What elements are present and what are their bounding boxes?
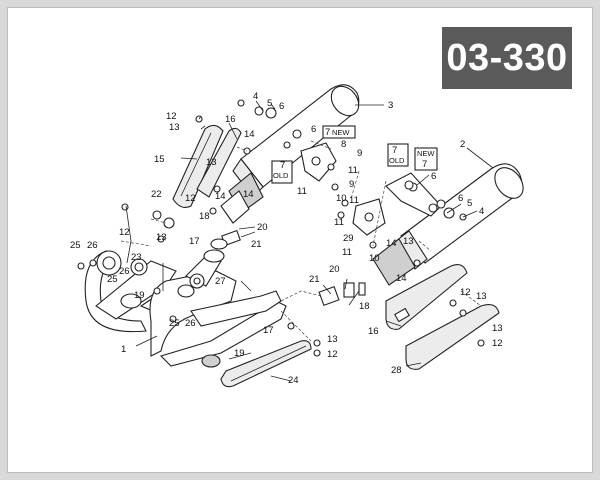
callout-26-mid: 26: [119, 266, 130, 277]
callout-18-upper: 18: [199, 211, 210, 222]
callout-13-top: 13: [169, 122, 180, 133]
callout-27: 27: [215, 276, 226, 287]
callout-11-d: 11: [334, 217, 344, 228]
callout-9-lower: 9: [349, 179, 354, 190]
callout-13-right-mid: 13: [403, 236, 414, 247]
callout-12-left: 12: [119, 227, 130, 238]
callout-23: 23: [131, 252, 142, 263]
exhaust-exploded-diagram: 3 4 5 6 6 7 NEW 14 16 12 13 15 13 7 OLD …: [70, 84, 524, 388]
callout-11-e: 11: [342, 247, 352, 258]
heat-shield-24: [220, 340, 312, 388]
link-pipe: [190, 290, 322, 327]
callout-11-a: 11: [348, 165, 358, 176]
muffler-2: [372, 163, 524, 286]
callout-7-new-right: 7: [422, 159, 427, 170]
callout-11-c: 11: [349, 195, 359, 206]
bracket-8: [300, 142, 337, 182]
callout-14-right: 14: [386, 238, 397, 249]
callout-13-bottom-mid: 13: [327, 334, 338, 345]
callout-20-upper: 20: [257, 222, 268, 233]
page-code-badge: 03-330: [442, 27, 572, 89]
callout-14-lower: 14: [396, 273, 407, 284]
callout-13-left: 13: [156, 232, 167, 243]
callout-11-b: 11: [297, 186, 307, 197]
callout-13-upper-mid: 13: [206, 157, 217, 168]
callout-labels: 3 4 5 6 6 7 NEW 14 16 12 13 15 13 7 OLD …: [70, 91, 503, 386]
callout-13-right-a: 13: [476, 291, 487, 302]
callout-15: 15: [154, 154, 165, 165]
callout-28: 28: [391, 365, 402, 376]
callout-17-upper: 17: [189, 236, 200, 247]
callout-4-right: 4: [479, 206, 484, 217]
callout-10-lower: 10: [369, 253, 380, 264]
callout-25-mid: 25: [107, 274, 118, 285]
callout-13-right-b: 13: [492, 323, 503, 334]
callout-3: 3: [388, 100, 393, 111]
callout-19-lower: 19: [234, 348, 245, 359]
callout-17-lower: 17: [263, 325, 274, 336]
callout-10-upper: 10: [336, 193, 347, 204]
leader-lines: [120, 100, 494, 382]
callout-16-upper: 16: [225, 114, 236, 125]
callout-8: 8: [341, 139, 346, 150]
label-new-right: NEW: [417, 149, 435, 158]
callout-26-lower: 26: [185, 318, 196, 329]
heat-shield-16-upper: [196, 127, 242, 198]
callout-12-bottom-mid: 12: [327, 349, 338, 360]
callout-6-right-b: 6: [458, 193, 463, 204]
old-new-boxes: [271, 125, 438, 184]
heat-shield-15: [172, 124, 224, 208]
gasket-23: [130, 258, 148, 276]
label-old-right: OLD: [389, 156, 405, 165]
callout-5-upper: 5: [267, 98, 272, 109]
label-old-left: OLD: [273, 171, 289, 180]
callout-14-mid: 14: [243, 189, 254, 200]
callout-7-old-right: 7: [392, 145, 397, 156]
callout-1: 1: [121, 344, 126, 355]
callout-6-upper: 6: [279, 101, 284, 112]
callout-5-right: 5: [467, 198, 472, 209]
callout-4-upper: 4: [253, 91, 258, 102]
gasket-27: [189, 273, 205, 289]
callout-12-top: 12: [166, 111, 177, 122]
callout-21-lower: 21: [309, 274, 320, 285]
callout-25-left: 25: [70, 240, 81, 251]
diagram-canvas: 03-330: [7, 7, 593, 473]
callout-6-mid: 6: [311, 124, 316, 135]
callout-29: 29: [343, 233, 354, 244]
callout-18-lower: 18: [359, 301, 370, 312]
callout-7-new-top: 7: [325, 127, 330, 138]
callout-16-lower: 16: [368, 326, 379, 337]
callout-12-right-a: 12: [460, 287, 471, 298]
heat-shield-16-lower: [385, 264, 468, 330]
callout-26-left: 26: [87, 240, 98, 251]
callout-12-right-b: 12: [492, 338, 503, 349]
callout-7-old-left: 7: [280, 160, 285, 171]
callout-6-right: 6: [431, 171, 436, 182]
label-new-top: NEW: [332, 128, 350, 137]
callout-14-upper: 14: [244, 129, 255, 140]
callout-2: 2: [460, 139, 465, 150]
callout-21-upper: 21: [251, 239, 262, 250]
callout-24: 24: [288, 375, 299, 386]
sleeves-center: [210, 229, 366, 307]
heat-shield-28: [405, 304, 500, 370]
callout-9-upper: 9: [357, 148, 362, 159]
callout-14-left: 14: [215, 191, 226, 202]
callout-19-upper: 19: [134, 290, 145, 301]
callout-22: 22: [151, 189, 162, 200]
callout-20-lower: 20: [329, 264, 340, 275]
callout-12-upper-mid: 12: [185, 193, 196, 204]
callout-25-lower: 25: [169, 318, 180, 329]
